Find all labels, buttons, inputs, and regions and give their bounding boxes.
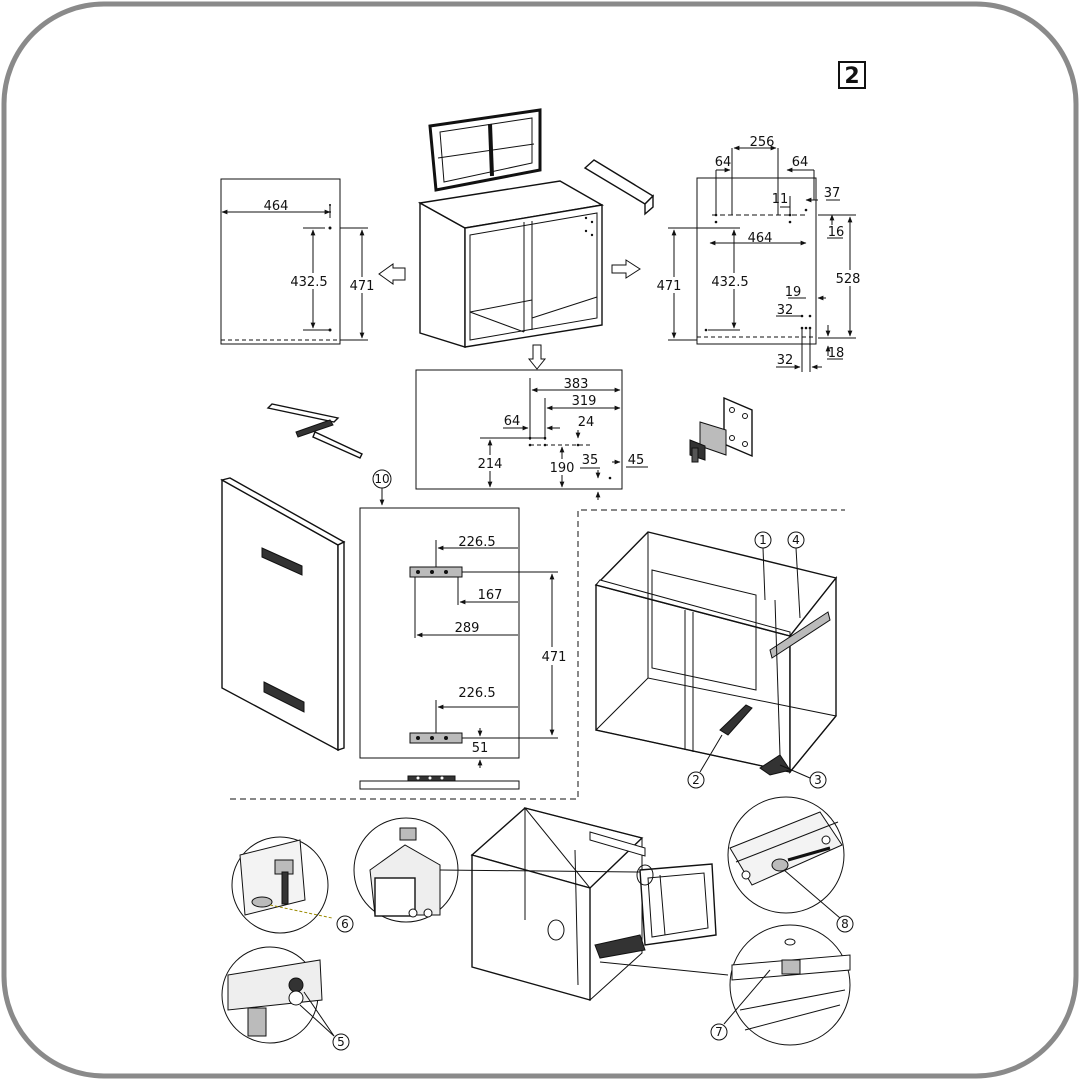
dim-label: 16 [828, 225, 845, 240]
detail-view-5: 5 [221, 946, 350, 1051]
callout-7: 7 [715, 1025, 723, 1039]
dim-label: 37 [824, 186, 841, 201]
dim-label: 11 [772, 192, 789, 207]
dim-label: 464 [264, 199, 289, 214]
dim-label: 289 [455, 621, 480, 636]
dim-label: 32 [777, 353, 794, 368]
dim-label: 464 [748, 231, 773, 246]
dim-label: 64 [504, 414, 521, 429]
detail-view-7: 7 [710, 924, 851, 1046]
back-frame [428, 108, 542, 192]
callout-1: 1 [759, 533, 767, 547]
bottom-panel: 383 319 64 24 214 190 35 45 [415, 369, 648, 500]
arrow-right-icon [611, 259, 641, 279]
callout-4: 4 [792, 533, 800, 547]
dim-label: 19 [785, 285, 802, 300]
step-badge: 2 [838, 61, 866, 89]
right-side-panel: 256 64 64 11 37 16 464 471 432.5 528 [656, 135, 864, 372]
detail-view-hinge [353, 817, 459, 923]
cabinet-with-mechanism: 1 4 2 3 [594, 531, 838, 789]
cabinet-final-assembly [439, 807, 729, 1002]
dim-label: 256 [750, 135, 775, 150]
dim-label: 18 [828, 346, 845, 361]
dim-label: 319 [572, 394, 597, 409]
arrow-down-icon [527, 344, 547, 370]
top-rail [583, 159, 655, 216]
dim-label: 528 [836, 272, 861, 287]
callout-6: 6 [341, 917, 349, 931]
dim-label: 432.5 [711, 275, 748, 290]
dim-label: 226.5 [458, 686, 495, 701]
callout-10: 10 [374, 472, 389, 486]
arrow-left-icon [378, 263, 406, 285]
callout-8: 8 [841, 917, 849, 931]
callout-5: 5 [337, 1035, 345, 1049]
left-side-panel: 464 432.5 471 [220, 178, 376, 345]
dim-label: 214 [478, 457, 503, 472]
dim-label: 45 [628, 453, 645, 468]
door-panel-perspective [220, 477, 346, 752]
dim-label: 167 [478, 588, 503, 603]
dim-label: 190 [550, 461, 575, 476]
dim-label: 383 [564, 377, 589, 392]
door-drill-panel: 10 226.5 167 289 471 226.5 51 [359, 469, 568, 790]
cabinet-carcass [417, 180, 605, 348]
detail-view-6: 6 [231, 836, 354, 934]
dim-label: 471 [657, 279, 682, 294]
dim-label: 35 [582, 453, 599, 468]
dim-label: 32 [777, 303, 794, 318]
step-number: 2 [844, 64, 859, 89]
dim-label: 64 [792, 155, 809, 170]
hinge-bracket-part [689, 396, 753, 463]
dim-label: 471 [542, 650, 567, 665]
dim-label: 64 [715, 155, 732, 170]
dim-label: 226.5 [458, 535, 495, 550]
dim-label: 51 [472, 741, 489, 756]
lift-arm-part [266, 403, 363, 459]
dashed-separator [230, 509, 845, 800]
dim-label: 432.5 [290, 275, 327, 290]
callout-2: 2 [692, 773, 700, 787]
dim-label: 24 [578, 415, 595, 430]
callout-3: 3 [814, 773, 822, 787]
detail-view-8: 8 [727, 796, 854, 933]
dim-label: 471 [350, 279, 375, 294]
